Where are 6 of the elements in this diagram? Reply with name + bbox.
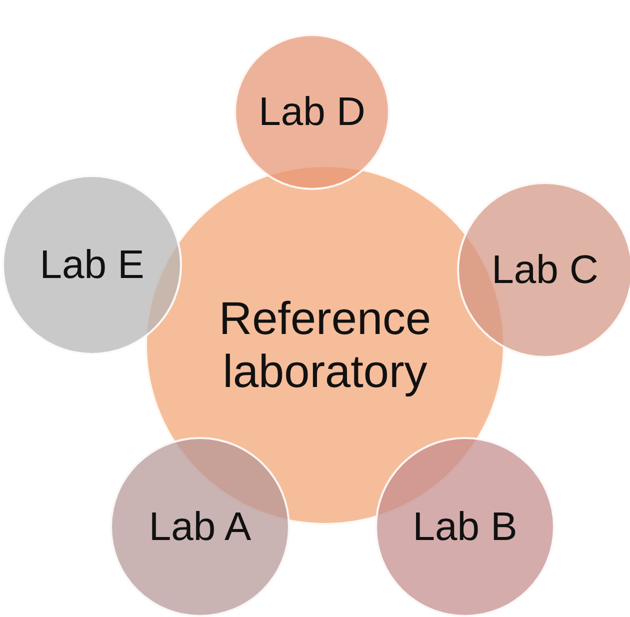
- lab-label: Lab E: [40, 242, 144, 288]
- lab-label: Lab A: [148, 504, 252, 550]
- lab-label: Lab C: [492, 247, 598, 293]
- lab-label: Lab D: [258, 89, 366, 135]
- center-label: Reference laboratory: [218, 292, 432, 398]
- lab-label: Lab B: [412, 504, 518, 550]
